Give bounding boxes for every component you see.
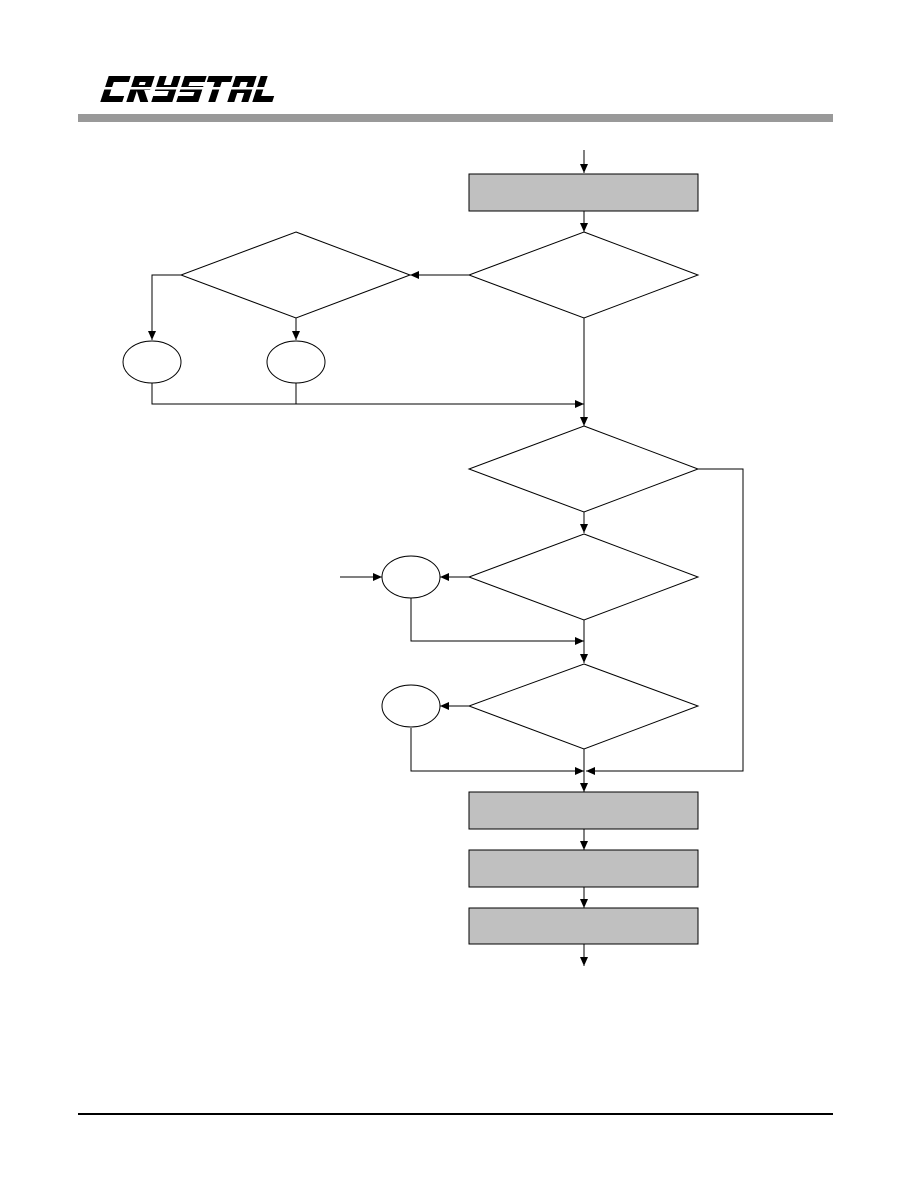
connector-circle-4 bbox=[381, 684, 441, 728]
arrow-diamond2-circle1 bbox=[148, 274, 181, 340]
process-box-2 bbox=[468, 791, 699, 830]
decision-diamond-3 bbox=[467, 425, 700, 513]
connector-circle3-return bbox=[410, 598, 584, 642]
process-box-3 bbox=[468, 849, 699, 888]
connector-circle4-return bbox=[410, 728, 584, 772]
connector-circle-1 bbox=[122, 340, 182, 384]
decision-diamond-1 bbox=[467, 231, 700, 319]
connector-circle-2 bbox=[266, 340, 326, 384]
decision-diamond-5 bbox=[467, 663, 700, 750]
footer-rule bbox=[78, 1113, 833, 1115]
process-box-1 bbox=[468, 173, 699, 212]
process-box-4 bbox=[468, 907, 699, 945]
decision-diamond-2 bbox=[179, 231, 412, 319]
header-rule bbox=[78, 114, 833, 122]
crystal-logo bbox=[100, 72, 275, 111]
arrow-diamond3-bypass bbox=[586, 468, 744, 775]
connector-circles-merge bbox=[151, 382, 584, 405]
crystal-logo-graphic bbox=[100, 76, 275, 102]
decision-diamond-4 bbox=[467, 533, 700, 621]
connector-circle-3 bbox=[381, 555, 441, 599]
